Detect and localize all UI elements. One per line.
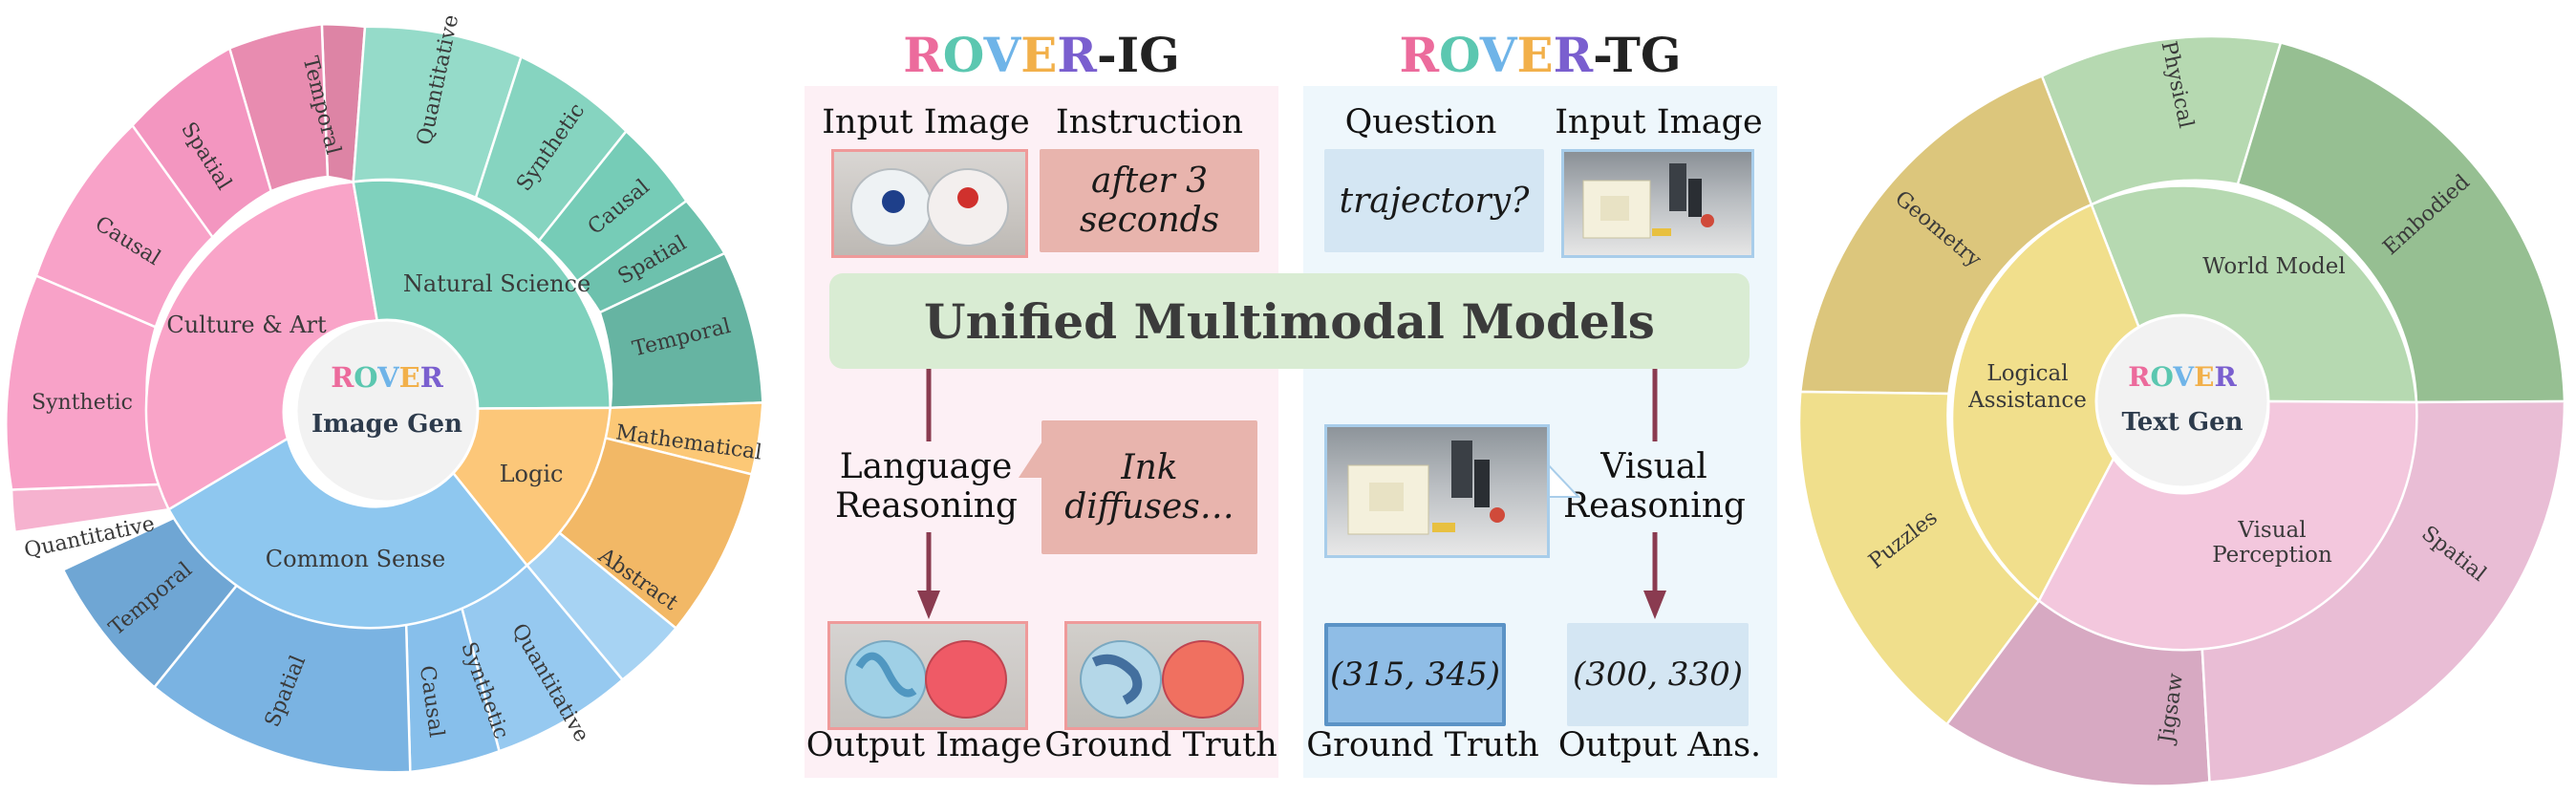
ig-ground-truth-photo-art <box>1080 640 1244 719</box>
text-gen-center-rover: ROVER <box>2128 361 2237 393</box>
tg-reasoning-photo <box>1324 424 1550 558</box>
ig-instruction-box: after 3 seconds <box>1040 149 1259 252</box>
tg-input-image-label: Input Image <box>1555 103 1763 141</box>
ig-title: ROVER-IG <box>903 27 1180 83</box>
image-gen-sunburst: ROVER Image Gen Culture & Art Natural Sc… <box>5 12 764 774</box>
image-gen-center <box>294 318 480 504</box>
segment-ca-causal <box>130 46 273 240</box>
rover-letter-1: O <box>942 27 984 83</box>
rover-letter-2: V <box>1479 27 1517 83</box>
label-visual-perception-1: Visual <box>2237 518 2306 543</box>
ig-instruction-label: Instruction <box>1055 103 1244 141</box>
tg-ground-truth-label: Ground Truth <box>1306 726 1539 764</box>
tg-input-photo-art <box>1582 163 1714 239</box>
image-gen-center-rover: ROVER <box>331 361 444 394</box>
ig-reasoning-label: Language Reasoning <box>835 441 1018 532</box>
text-gen-sunburst: ROVER Text Gen World Model Logical Assis… <box>1800 34 2565 787</box>
tg-ground-truth-box: (315, 345) <box>1324 623 1506 726</box>
rover-word: ROVER <box>903 27 1097 83</box>
tg-question-box: trajectory? <box>1324 149 1544 252</box>
segment-ca-synthetic <box>34 123 215 329</box>
rover-letter-4: R <box>1057 27 1097 83</box>
rover-word: ROVER <box>1399 27 1593 83</box>
rover-letter-0: R <box>1399 27 1439 83</box>
rover-letter-3: E <box>1020 27 1058 83</box>
label-logical-assistance-2: Assistance <box>1967 388 2087 413</box>
text-gen-center <box>2094 313 2270 489</box>
label-logic: Logic <box>500 461 564 487</box>
segment-culture-art <box>144 181 379 511</box>
ig-output-photo <box>827 621 1028 730</box>
segment-geometry <box>1800 74 2093 396</box>
segment-puzzles <box>1800 390 2041 726</box>
label-visual-perception-2: Perception <box>2212 543 2332 568</box>
rover-letter-0: R <box>903 27 943 83</box>
tg-reasoning-label: Visual Reasoning <box>1563 441 1746 532</box>
label-logical-assistance-1: Logical <box>1986 361 2068 386</box>
ig-reasoning-bubble: Ink diffuses… <box>1041 420 1257 554</box>
tg-reasoning-bubble-tail <box>1544 459 1581 498</box>
tg-input-photo <box>1561 149 1754 258</box>
tg-output-answer-label: Output Ans. <box>1557 726 1762 764</box>
label-natural-science: Natural Science <box>403 270 590 297</box>
ig-output-image-label: Output Image <box>805 726 1042 764</box>
tg-title: ROVER-TG <box>1399 27 1682 83</box>
segment-ca-spatial <box>227 22 330 193</box>
rover-letter-4: R <box>1553 27 1594 83</box>
ig-input-image-label: Input Image <box>822 103 1030 141</box>
ig-ground-truth-label: Ground Truth <box>1044 726 1277 764</box>
label-culture-art: Culture & Art <box>166 312 327 338</box>
segment-embodied <box>2236 41 2565 404</box>
tg-question-label: Question <box>1344 103 1497 141</box>
label-common-sense: Common Sense <box>266 546 445 572</box>
tg-output-answer-box: (300, 330) <box>1567 623 1749 726</box>
image-gen-center-label: Image Gen <box>311 410 462 439</box>
ig-output-photo-art <box>845 640 1007 719</box>
tg-reasoning-photo-art <box>1347 440 1505 535</box>
unified-models-banner: Unified Multimodal Models <box>829 273 1750 369</box>
ig-input-photo <box>831 149 1028 258</box>
segment-visual-perception <box>2037 399 2418 652</box>
label-ca-synthetic: Synthetic <box>32 391 133 415</box>
text-gen-center-label: Text Gen <box>2121 408 2243 437</box>
rover-letter-3: E <box>1516 27 1554 83</box>
ig-input-photo-art <box>850 168 1009 247</box>
rover-letter-2: V <box>983 27 1021 83</box>
label-world-model: World Model <box>2202 254 2345 279</box>
rover-letter-1: O <box>1439 27 1480 83</box>
ig-ground-truth-photo <box>1064 621 1261 730</box>
